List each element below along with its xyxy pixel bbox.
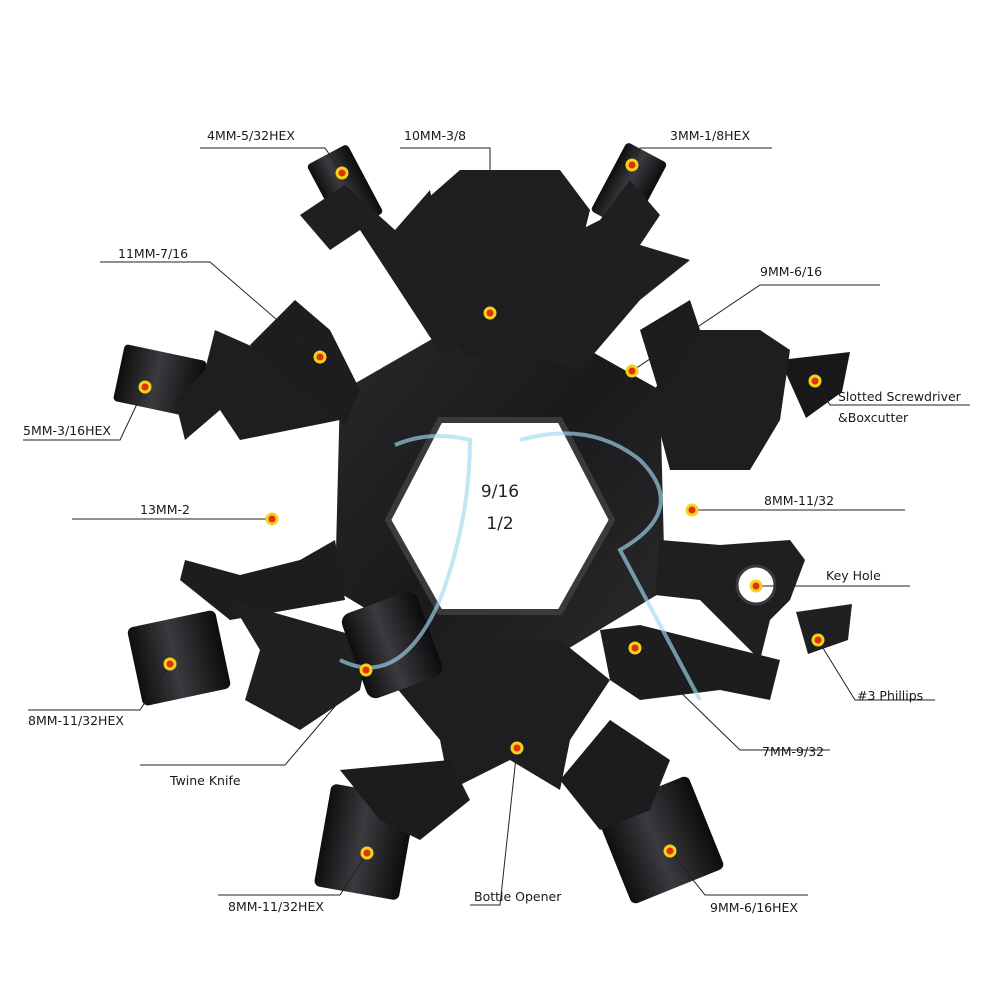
watermark (339, 431, 702, 701)
callout-boxcutter: &Boxcutter (838, 410, 909, 425)
callout-slotted-screwdriver: Slotted Screwdriver (838, 389, 961, 404)
tool-body (175, 170, 805, 840)
callout-8mm-hex-bottom: 8MM-11/32HEX (228, 899, 324, 914)
callout-twine-knife: Twine Knife (170, 773, 241, 788)
callout-8mm-hex-left: 8MM-11/32HEX (28, 713, 124, 728)
callout-13mm: 13MM-2 (140, 502, 190, 517)
callout-9mm-hex: 9MM-6/16HEX (710, 900, 798, 915)
callout-8mm: 8MM-11/32 (764, 493, 835, 508)
markers (138, 158, 825, 860)
callout-phillips: #3 Phillips (857, 688, 924, 703)
callout-11mm: 11MM-7/16 (118, 246, 189, 261)
center-size-top: 9/16 (480, 482, 520, 502)
callout-5mm-hex: 5MM-3/16HEX (23, 423, 111, 438)
callout-key-hole: Key Hole (826, 568, 881, 583)
callout-bottle-opener: Bottle Opener (474, 889, 562, 904)
callout-7mm: 7MM-9/32 (762, 744, 825, 759)
callout-10mm: 10MM-3/8 (404, 128, 467, 143)
callout-3mm-hex: 3MM-1/8HEX (670, 128, 751, 143)
callout-4mm-hex: 4MM-5/32HEX (207, 128, 295, 143)
callout-9mm: 9MM-6/16 (760, 264, 823, 279)
center-size-bottom: 1/2 (486, 514, 514, 534)
